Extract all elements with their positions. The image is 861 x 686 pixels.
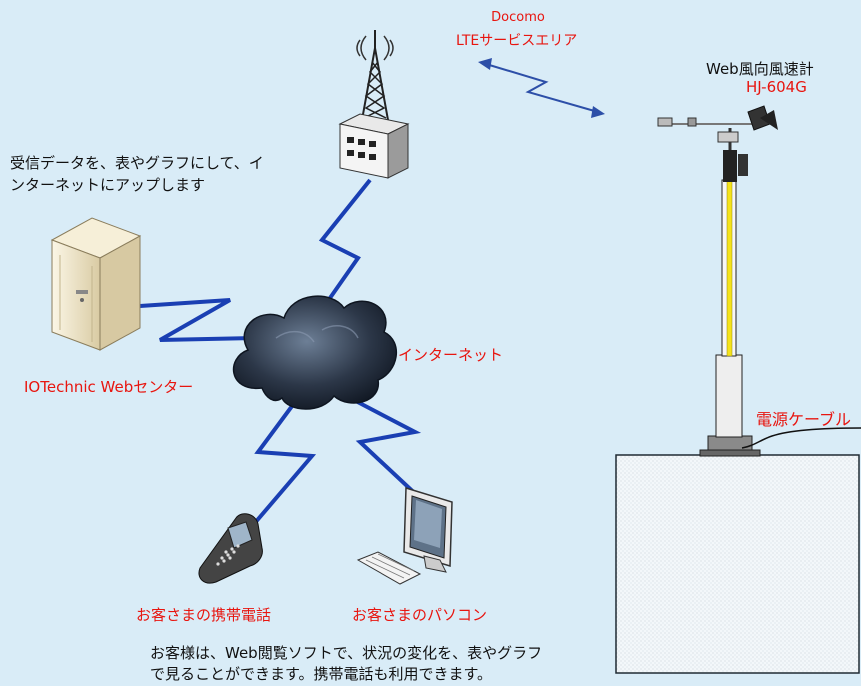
personal-computer-icon	[356, 486, 453, 585]
carrier-name: Docomo	[491, 10, 545, 25]
footer-line1: お客様は、Web閲覧ソフトで、状況の変化を、表やグラフ	[150, 644, 543, 662]
server-name-label: IOTechnic Webセンター	[24, 378, 194, 396]
phone-label: お客さまの携帯電話	[136, 606, 272, 624]
radio-tower-icon	[356, 30, 394, 121]
server-caption-line2: ンターネットにアップします	[10, 176, 206, 194]
footer-line2: で見ることができます。携帯電話も利用できます。	[150, 665, 493, 683]
link-internet-to-phone	[252, 396, 317, 526]
server-icon	[50, 217, 142, 351]
link-internet-to-pc	[349, 396, 424, 502]
concrete-foundation	[615, 454, 860, 674]
power-cable-label: 電源ケーブル	[756, 410, 852, 429]
server-caption-line1: 受信データを、表やグラフにして、イ	[10, 154, 264, 172]
sensor-title: Web風向風速計	[706, 60, 814, 78]
mobile-phone-icon	[198, 513, 263, 584]
link-tower-to-internet	[314, 178, 372, 320]
internet-label: インターネット	[398, 346, 504, 364]
carrier-area-label: LTEサービスエリア	[456, 33, 578, 49]
wireless-link-arrow	[478, 58, 605, 118]
pc-label: お客さまのパソコン	[352, 606, 488, 624]
sensor-model: HJ-604G	[746, 78, 807, 96]
internet-cloud-icon	[232, 295, 398, 410]
link-server-to-internet	[139, 298, 256, 342]
anemometer-icon	[657, 105, 861, 457]
base-station-icon	[338, 113, 410, 179]
